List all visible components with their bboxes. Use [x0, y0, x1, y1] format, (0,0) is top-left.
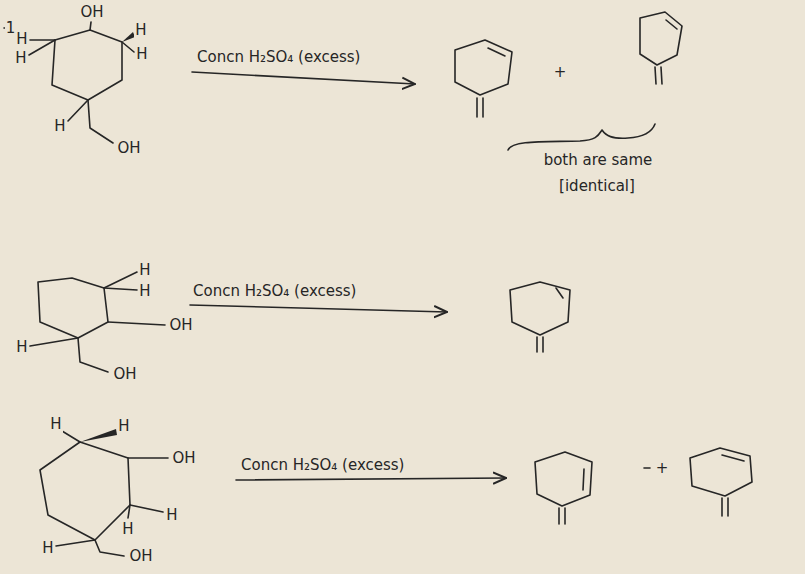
reagent-label: Concn H₂SO₄ (excess)	[192, 283, 357, 300]
atom-label: OH	[112, 366, 137, 383]
atom-label: H	[117, 418, 130, 435]
product-structure	[640, 12, 682, 84]
atom-label: H	[14, 50, 27, 67]
atom-label: OH	[116, 140, 141, 157]
dash	[644, 467, 650, 469]
atom-label: H	[134, 22, 147, 39]
reagent-label: Concn H₂SO₄ (excess)	[240, 457, 405, 474]
atom-label: H	[41, 540, 54, 557]
atom-label: H	[53, 118, 66, 135]
atom-label: H	[121, 521, 134, 538]
atom-label: H	[135, 46, 148, 63]
atom-label: OH	[128, 548, 153, 565]
product-structure	[690, 448, 752, 516]
atom-label: H	[15, 339, 28, 356]
reaction-arrow	[190, 305, 447, 312]
atom-label: H	[138, 283, 151, 300]
product-structure	[535, 452, 592, 524]
atom-label: H	[138, 262, 151, 279]
atom-label: [identical]	[558, 178, 636, 195]
product-structure	[510, 282, 570, 352]
reaction-arrow	[192, 72, 415, 84]
diol-structure	[30, 272, 165, 372]
atom-label: H	[15, 31, 28, 48]
atom-label: both are same	[543, 152, 654, 169]
atom-label: H	[49, 416, 62, 433]
atom-label: +	[553, 64, 568, 81]
atom-label: +	[655, 460, 670, 477]
product-structure	[455, 40, 512, 117]
brace	[508, 124, 655, 150]
diol-structure	[40, 429, 168, 556]
reaction-arrow	[236, 478, 506, 480]
reagent-label: Concn H₂SO₄ (excess)	[196, 49, 361, 66]
atom-label: H	[165, 507, 178, 524]
atom-label: OH	[171, 450, 196, 467]
atom-label: OH	[79, 4, 104, 21]
diol-structure	[4, 22, 135, 143]
atom-label: OH	[168, 317, 193, 334]
